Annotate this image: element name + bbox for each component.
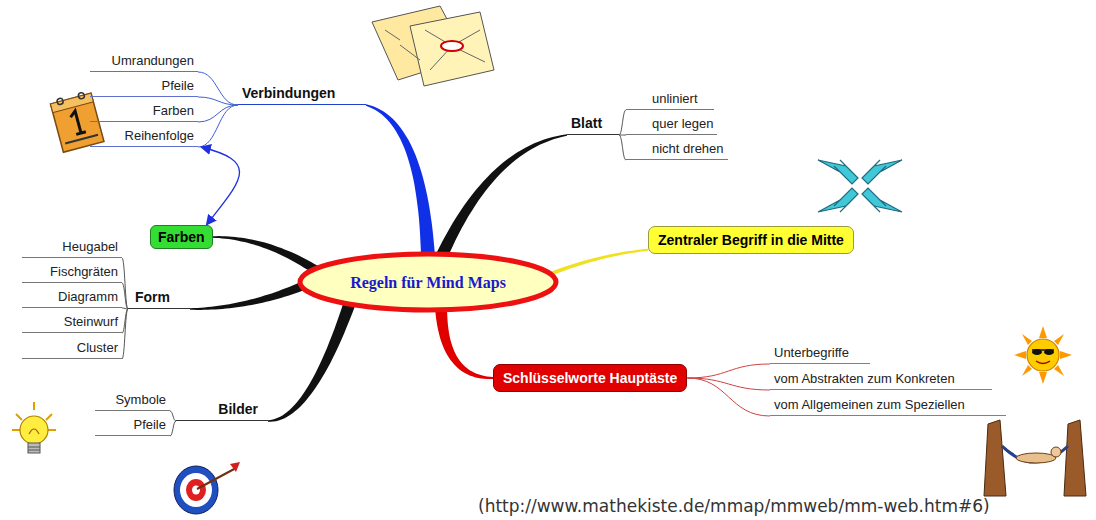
node-text: unliniert — [652, 91, 698, 106]
twig-label: vom Abstrakten zum Konkreten — [770, 371, 992, 390]
branch-label: Blatt — [567, 115, 619, 135]
node-text: Reihenfolge — [125, 128, 194, 143]
caption: (http://www.mathekiste.de/mmap/mmweb/mm-… — [478, 496, 990, 516]
main-branch — [435, 308, 493, 379]
main-branch — [366, 104, 435, 257]
node-text: quer legen — [652, 116, 713, 131]
inward-arrows-icon — [818, 160, 902, 212]
branch-label: Verbindungen — [238, 85, 366, 105]
node-text: Pfeile — [133, 417, 166, 432]
twig-label: Fischgräten — [22, 264, 122, 283]
twig-label: quer legen — [626, 116, 717, 135]
node-text: Unterbegriffe — [774, 345, 849, 360]
main-branch — [545, 249, 648, 278]
node-text: Diagramm — [58, 289, 118, 304]
branch-label: Form — [128, 289, 190, 309]
node-text: Heugabel — [62, 239, 118, 254]
twig-label: vom Allgemeinen zum Speziellen — [770, 397, 1006, 416]
map-icon — [372, 6, 494, 86]
node-text: Pfeile — [161, 78, 194, 93]
sub-branch — [687, 364, 770, 378]
node-text: Farben — [153, 103, 194, 118]
main-branch — [213, 236, 318, 273]
node-text: Zentraler Begriff in die Mitte — [658, 232, 844, 248]
node-text: Blatt — [571, 115, 602, 131]
target-icon — [174, 462, 240, 514]
twig-label: Unterbegriffe — [770, 345, 870, 364]
hammock-icon — [984, 420, 1086, 496]
sub-branch — [687, 378, 770, 416]
sub-branch — [122, 309, 128, 359]
node-text: Umrandungen — [112, 53, 194, 68]
twig-label: Pfeile — [95, 417, 170, 436]
node-text: Cluster — [77, 340, 118, 355]
twig-label: Heugabel — [22, 239, 122, 258]
twig-label: Steinwurf — [22, 314, 122, 333]
node-text: Fischgräten — [50, 264, 118, 279]
main-branch — [268, 302, 355, 422]
twig-label: Reihenfolge — [90, 128, 198, 147]
node-text: Regeln für Mind Maps — [350, 273, 506, 292]
twig-label: Symbole — [95, 392, 170, 411]
node-text: Symbole — [115, 392, 166, 407]
sub-branch — [198, 105, 238, 122]
node-text: Form — [135, 289, 170, 305]
sub-branch — [198, 97, 238, 105]
node-text: Bilder — [218, 401, 258, 417]
twig-label: Cluster — [22, 340, 122, 359]
node-text: Verbindungen — [242, 85, 335, 101]
sub-branch — [198, 72, 238, 105]
node-text: Farben — [158, 229, 205, 245]
sub-branch — [619, 135, 626, 160]
node-text: vom Allgemeinen zum Speziellen — [774, 397, 965, 412]
twig-label: Pfeile — [90, 78, 198, 97]
twig-label: Umrandungen — [90, 53, 198, 72]
sub-branch — [170, 421, 176, 436]
node-text: Schlüsselworte Hauptäste — [503, 370, 677, 386]
twig-label: Diagramm — [22, 289, 122, 308]
central-ellipse: Regeln für Mind Maps — [297, 251, 559, 313]
sub-branch — [619, 110, 626, 135]
node-text: vom Abstrakten zum Konkreten — [774, 371, 955, 386]
twig-label: unliniert — [626, 91, 714, 110]
arrow-connector — [201, 147, 240, 225]
branch-label: Bilder — [176, 401, 268, 421]
light-bulb-icon — [12, 402, 56, 453]
topic-box: Schlüsselworte Hauptäste — [493, 364, 687, 392]
ellipse-shape — [300, 254, 556, 310]
sun-icon — [1014, 326, 1072, 384]
sub-branch — [198, 105, 238, 147]
main-branch — [436, 134, 567, 259]
topic-box: Zentraler Begriff in die Mitte — [648, 226, 854, 254]
node-text: nicht drehen — [652, 141, 724, 156]
node-text: Steinwurf — [64, 314, 118, 329]
twig-label: nicht drehen — [626, 141, 728, 160]
main-branch — [190, 281, 307, 310]
topic-box: Farben — [150, 225, 213, 249]
twig-label: Farben — [90, 103, 198, 122]
